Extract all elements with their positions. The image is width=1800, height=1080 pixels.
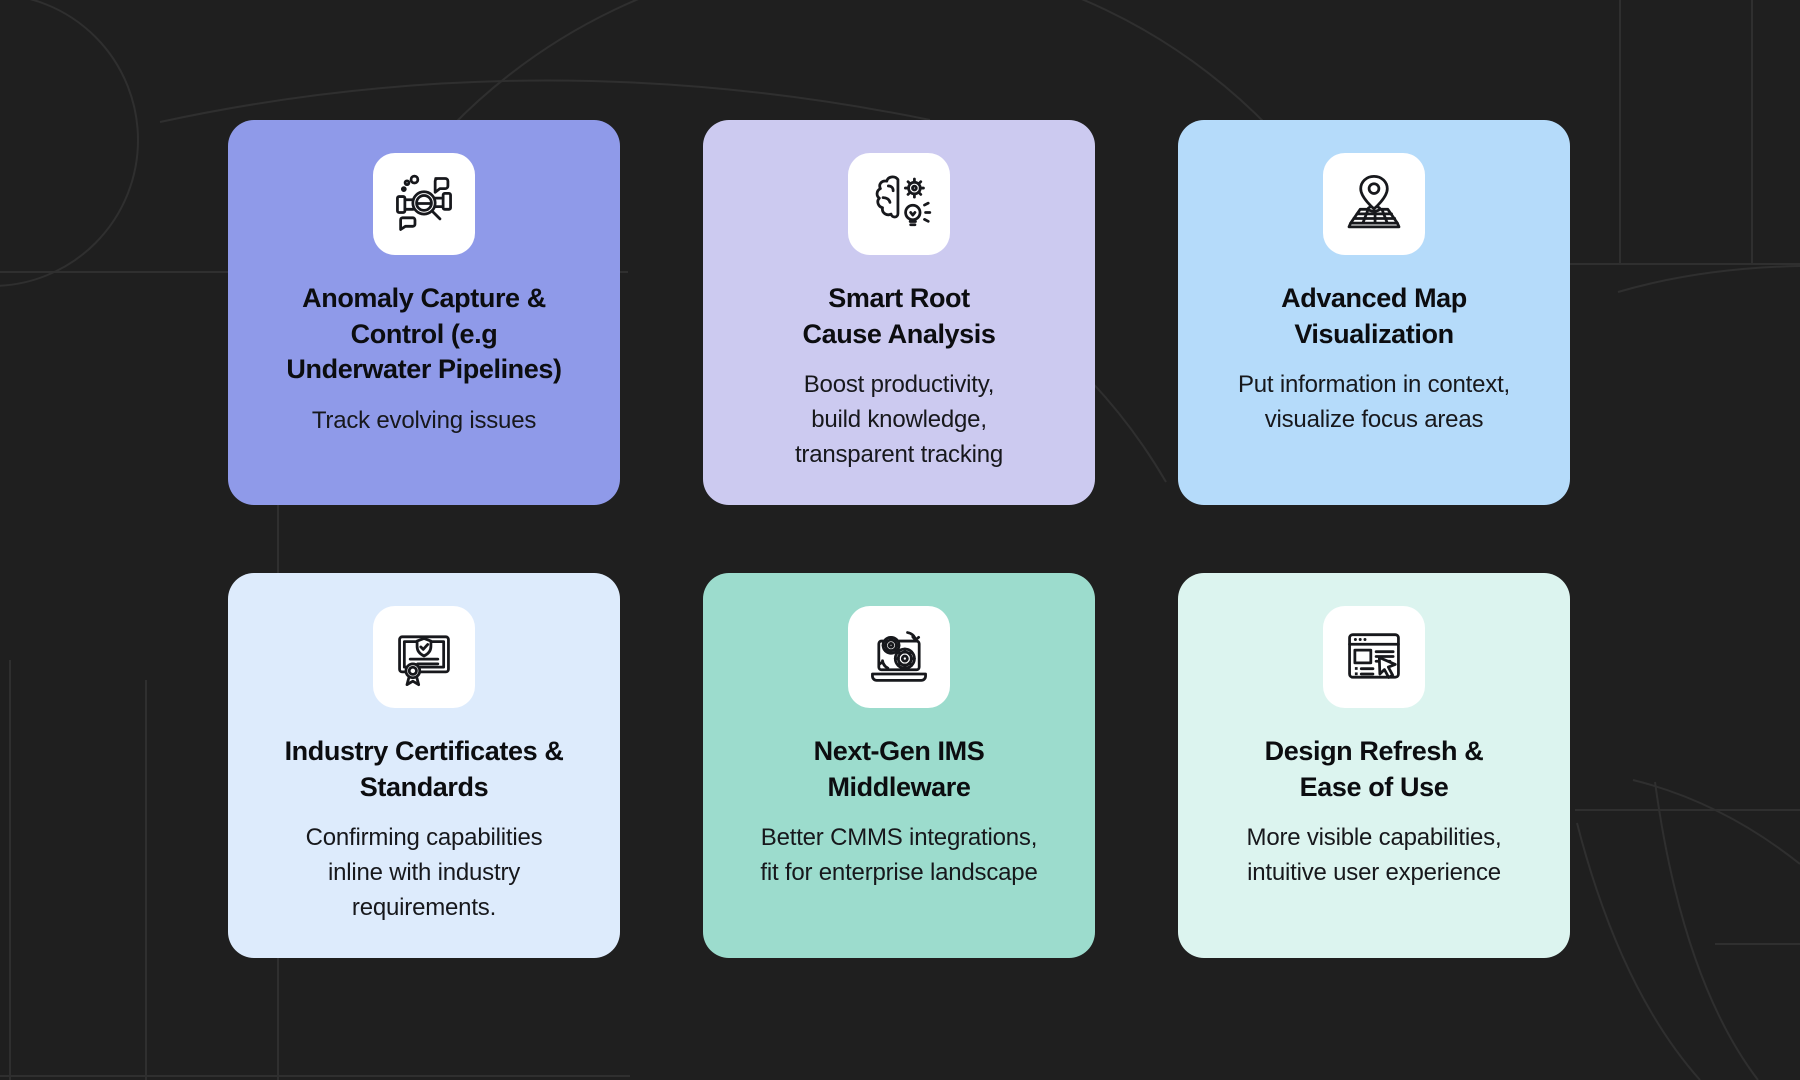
card-description: Better CMMS integrations, fit for enterp… bbox=[760, 824, 1038, 887]
card-description: Confirming capabilities inline with indu… bbox=[305, 824, 543, 921]
magnifier-pipe-anomaly-icon bbox=[396, 174, 452, 231]
feature-card-ims-middleware: Next-Gen IMS Middleware Better CMMS inte… bbox=[703, 573, 1095, 958]
card-description: Boost productivity, build knowledge, tra… bbox=[794, 371, 1004, 468]
feature-card-smart-root-cause: Smart Root Cause Analysis Boost producti… bbox=[703, 120, 1095, 505]
brain-gear-lightbulb-icon bbox=[875, 175, 932, 227]
card-title: Smart Root Cause Analysis bbox=[802, 283, 996, 349]
feature-card-advanced-map: Advanced Map Visualization Put informati… bbox=[1178, 120, 1570, 505]
icon-box bbox=[848, 606, 950, 708]
browser-cursor-icon bbox=[1348, 633, 1400, 679]
feature-card-anomaly-capture: Anomaly Capture & Control (e.g Underwate… bbox=[228, 120, 620, 505]
laptop-gears-sync-icon bbox=[871, 631, 927, 682]
card-title: Design Refresh & Ease of Use bbox=[1264, 736, 1484, 802]
card-title: Industry Certificates & Standards bbox=[284, 736, 564, 802]
icon-box bbox=[373, 606, 475, 708]
icon-box bbox=[373, 153, 475, 255]
card-title: Next-Gen IMS Middleware bbox=[813, 736, 985, 802]
card-description: Put information in context, visualize fo… bbox=[1237, 371, 1511, 434]
icon-box bbox=[848, 153, 950, 255]
feature-card-design-refresh: Design Refresh & Ease of Use More visibl… bbox=[1178, 573, 1570, 958]
card-title: Anomaly Capture & Control (e.g Underwate… bbox=[286, 283, 562, 385]
card-title: Advanced Map Visualization bbox=[1281, 283, 1467, 349]
icon-box bbox=[1323, 606, 1425, 708]
feature-card-grid: Anomaly Capture & Control (e.g Underwate… bbox=[228, 120, 1570, 958]
card-description: Track evolving issues bbox=[311, 406, 537, 434]
card-description: More visible capabilities, intuitive use… bbox=[1246, 824, 1502, 887]
certificate-shield-icon bbox=[398, 635, 450, 687]
map-location-pin-icon bbox=[1347, 174, 1401, 229]
feature-card-industry-certificates: Industry Certificates & Standards Confir… bbox=[228, 573, 620, 958]
icon-box bbox=[1323, 153, 1425, 255]
